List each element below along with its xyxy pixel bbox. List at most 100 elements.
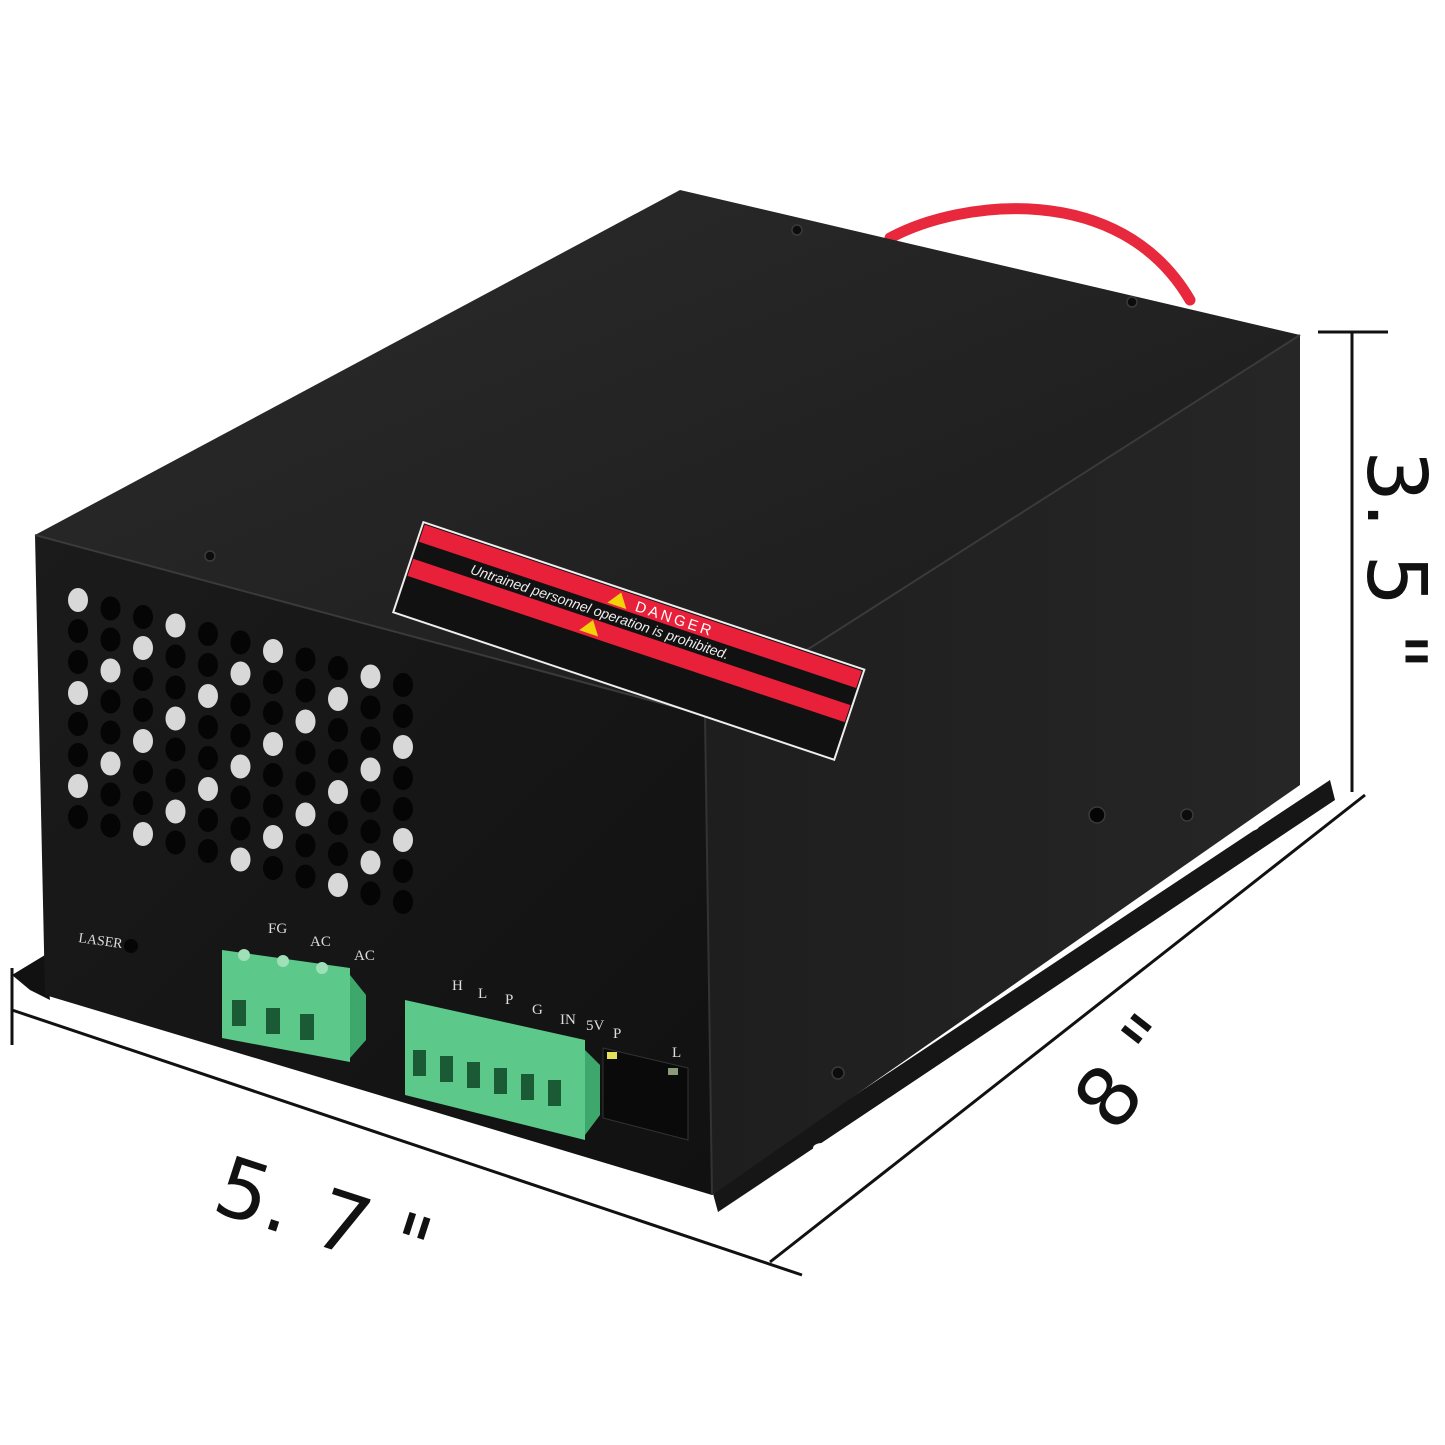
- vent-hole: [295, 647, 316, 672]
- vent-hole: [263, 825, 283, 849]
- vent-hole: [133, 605, 153, 629]
- vent-hole: [360, 788, 381, 813]
- vent-hole: [295, 740, 316, 765]
- vent-grille: [68, 588, 413, 914]
- vent-hole: [328, 718, 348, 742]
- vent-hole: [263, 763, 283, 787]
- vent-hole: [328, 749, 348, 773]
- vent-hole: [68, 588, 88, 612]
- laser-indicator-led: [124, 939, 138, 953]
- vent-hole: [100, 658, 121, 683]
- vent-hole: [198, 839, 218, 863]
- vent-hole: [328, 842, 348, 866]
- vent-hole: [230, 847, 251, 872]
- vent-hole: [393, 766, 413, 790]
- vent-hole: [360, 819, 381, 844]
- vent-hole: [68, 805, 88, 829]
- vent-hole: [263, 670, 283, 694]
- vent-hole: [68, 774, 88, 798]
- vent-hole: [100, 751, 121, 776]
- rj45-label-l: L: [672, 1045, 681, 1061]
- vent-hole: [393, 704, 413, 728]
- vent-hole: [393, 797, 413, 821]
- vent-hole: [230, 785, 251, 810]
- vent-hole: [328, 873, 348, 897]
- vent-hole: [165, 644, 186, 669]
- flange-hole: [813, 1143, 831, 1153]
- vent-hole: [230, 661, 251, 686]
- mounting-flange-right: [712, 780, 1335, 1212]
- terminal-label-h: H: [452, 978, 463, 994]
- warning-triangle-icon: [579, 620, 599, 637]
- vent-hole: [360, 664, 381, 689]
- rj45-label-p: P: [613, 1026, 621, 1042]
- vent-hole: [360, 695, 381, 720]
- screws: [204, 224, 1194, 1080]
- vent-hole: [198, 777, 218, 801]
- vent-hole: [393, 890, 413, 914]
- vent-hole: [360, 757, 381, 782]
- vent-hole: [263, 701, 283, 725]
- terminal-label-in: IN: [560, 1012, 576, 1028]
- vent-hole: [230, 692, 251, 717]
- terminal-label-l: L: [478, 986, 487, 1002]
- vent-hole: [68, 743, 88, 767]
- vent-hole: [295, 833, 316, 858]
- terminal-slot: [467, 1062, 480, 1088]
- dimension-width: 5. 7 ": [204, 1139, 443, 1297]
- high-voltage-cable: [884, 203, 1196, 306]
- terminal-slot: [548, 1080, 561, 1106]
- terminal-slot: [440, 1056, 453, 1082]
- vent-hole: [328, 656, 348, 680]
- vent-hole: [165, 706, 186, 731]
- vent-hole: [133, 791, 153, 815]
- vent-hole: [133, 667, 153, 691]
- vent-hole: [263, 856, 283, 880]
- vent-hole: [198, 746, 218, 770]
- vent-hole: [295, 802, 316, 827]
- edge-highlight: [704, 714, 713, 1196]
- vent-hole: [393, 859, 413, 883]
- vent-hole: [263, 639, 283, 663]
- terminal-label-p: P: [505, 992, 513, 1008]
- vent-hole: [68, 681, 88, 705]
- vent-hole: [328, 687, 348, 711]
- vent-hole: [295, 678, 316, 703]
- vent-hole: [198, 653, 218, 677]
- vent-hole: [263, 794, 283, 818]
- terminal-label-ac: AC: [354, 948, 375, 964]
- vent-hole: [68, 619, 88, 643]
- vent-hole: [198, 808, 218, 832]
- vent-hole: [230, 754, 251, 779]
- vent-hole: [198, 684, 218, 708]
- vent-hole: [295, 771, 316, 796]
- flange-hole: [1241, 821, 1259, 831]
- vent-hole: [198, 715, 218, 739]
- vent-hole: [100, 627, 121, 652]
- vent-hole: [328, 780, 348, 804]
- vent-hole: [133, 760, 153, 784]
- vent-hole: [165, 830, 186, 855]
- terminal-slot: [413, 1050, 426, 1076]
- right-face: [705, 335, 1300, 1195]
- vent-hole: [393, 828, 413, 852]
- vent-hole: [295, 709, 316, 734]
- vent-hole: [165, 675, 186, 700]
- vent-hole: [100, 689, 121, 714]
- vent-hole: [393, 673, 413, 697]
- top-face: [35, 190, 1300, 715]
- vent-hole: [165, 737, 186, 762]
- vent-hole: [100, 782, 121, 807]
- vent-hole: [230, 630, 251, 655]
- warning-triangle-icon: [607, 592, 627, 610]
- vent-hole: [263, 732, 283, 756]
- vent-hole: [165, 799, 186, 824]
- vent-hole: [68, 712, 88, 736]
- mounting-flange-left: [12, 955, 50, 1000]
- terminal-label-ac: AC: [310, 934, 331, 950]
- laser-indicator-label: LASER: [77, 931, 124, 952]
- terminal-label-fg: FG: [268, 921, 287, 937]
- signal-terminal-block: [405, 1000, 600, 1140]
- dimension-height: 3. 5 ": [1348, 450, 1443, 670]
